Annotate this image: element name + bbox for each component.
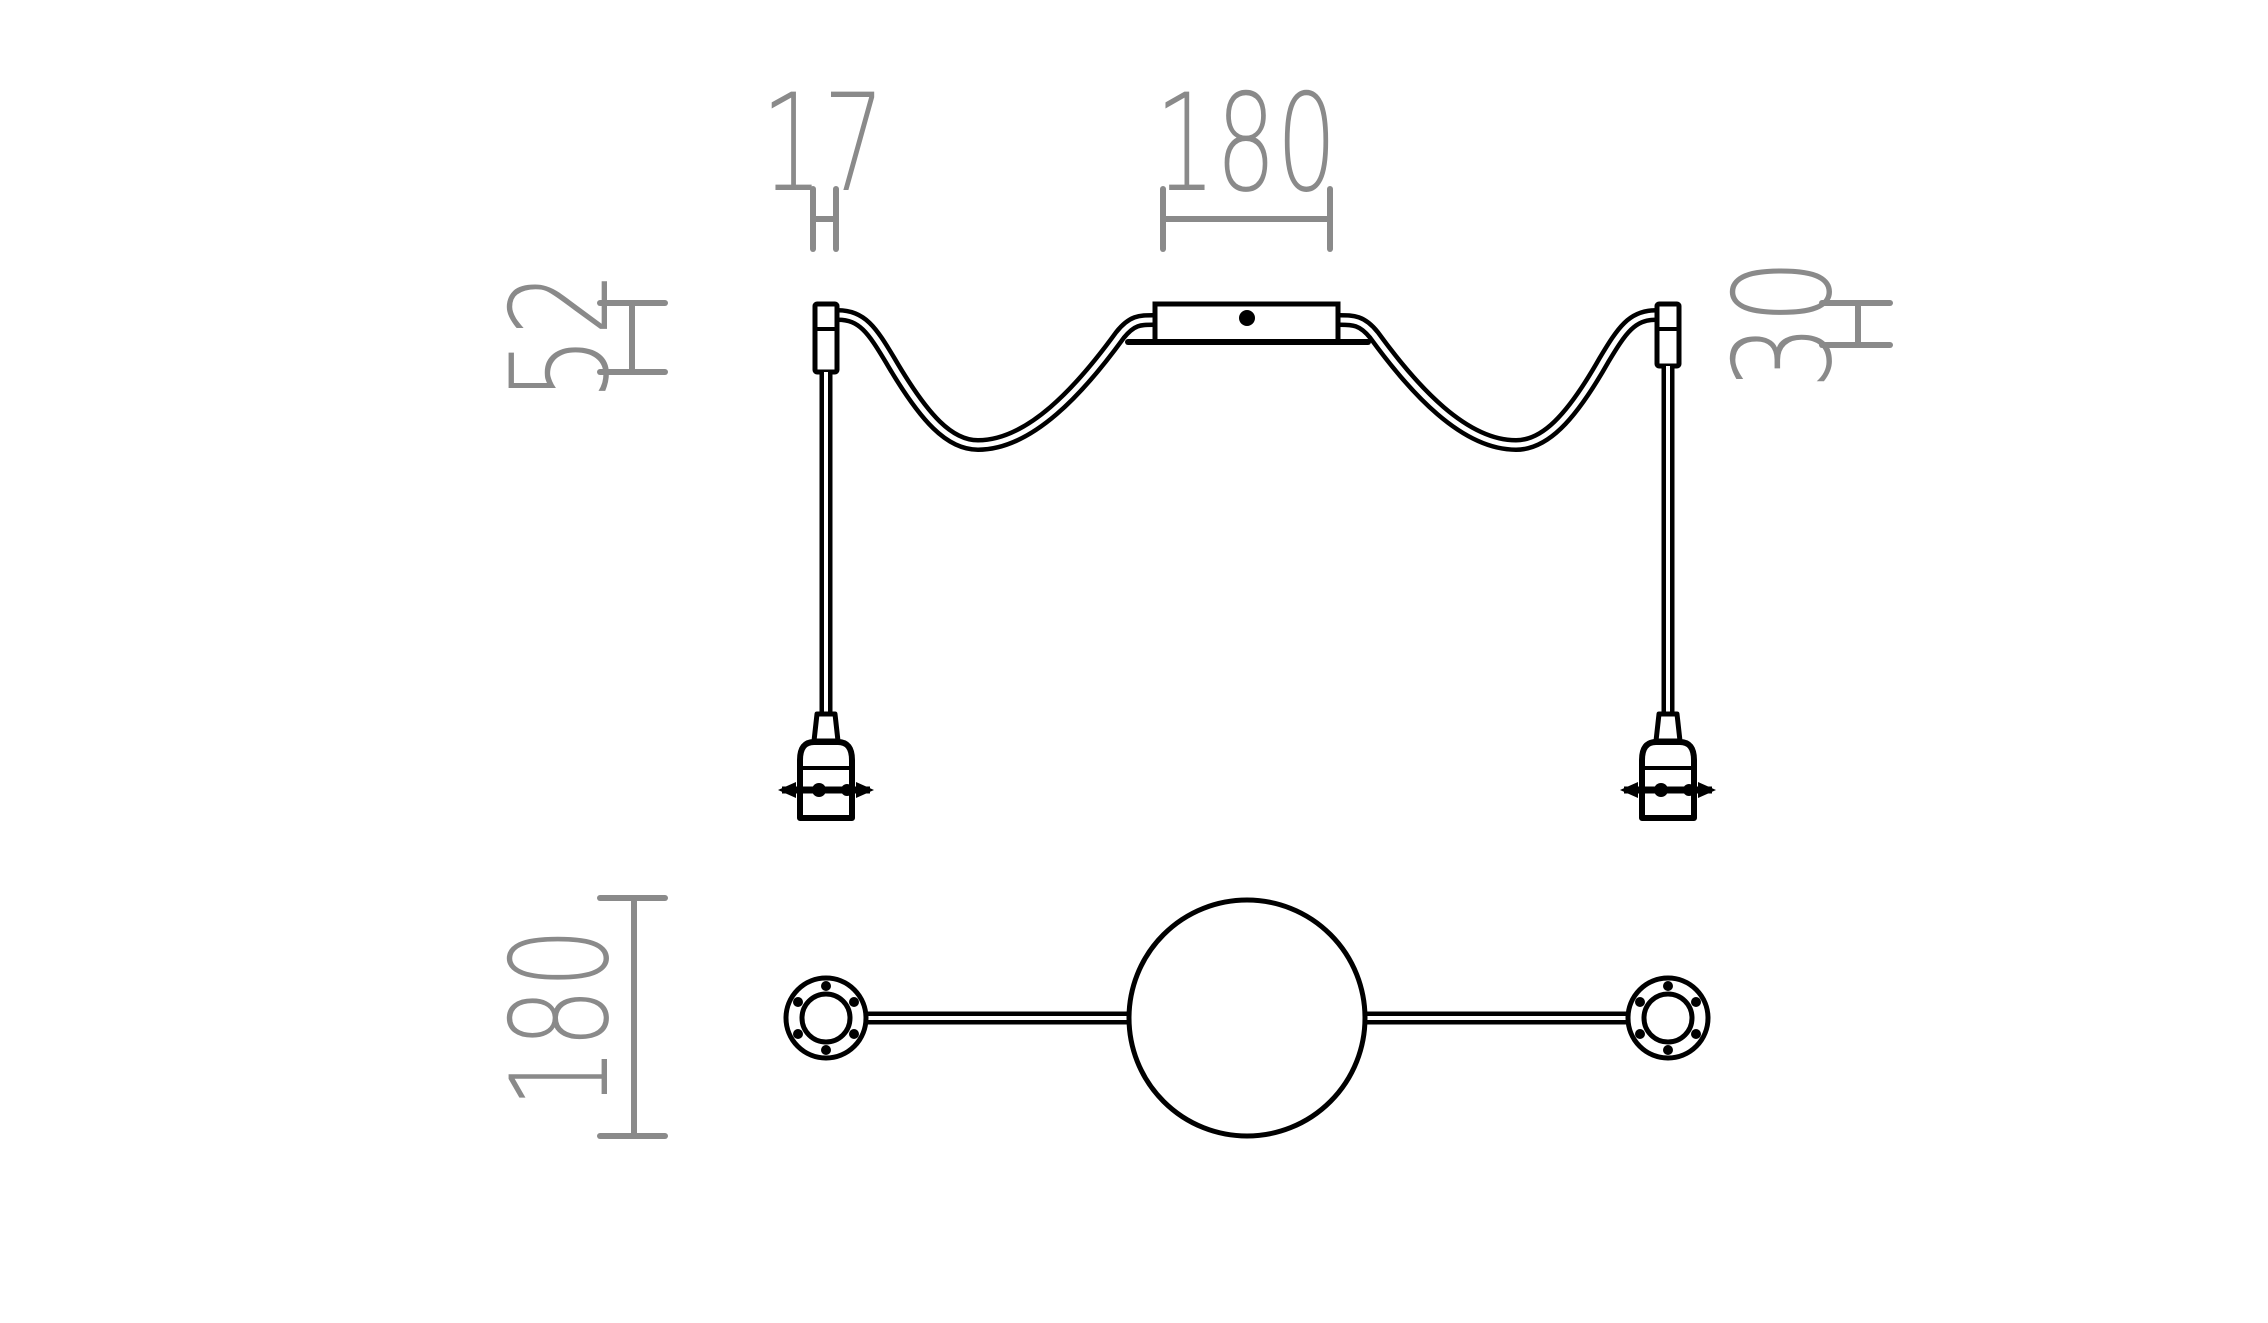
canopy-side xyxy=(1125,301,1371,345)
dim-marker-canopy-length xyxy=(1160,186,1333,252)
dim-label-left-clip-height: 52 xyxy=(482,271,639,401)
round-canopy xyxy=(1126,897,1368,1139)
dim-label-canopy-length: 180 xyxy=(1155,65,1337,222)
dim-marker-canopy-diameter xyxy=(597,895,668,1139)
dim-marker-right-clip-height xyxy=(1819,300,1893,348)
dim-label-right-clip-height: 30 xyxy=(1705,259,1862,389)
dim-label-canopy-diameter: 180 xyxy=(482,928,639,1108)
lamp-socket-right-icon xyxy=(1620,711,1716,821)
side-view xyxy=(778,301,1716,821)
cable-clip-left xyxy=(812,301,840,375)
rosette-left-icon xyxy=(783,975,869,1061)
rosette-right-icon xyxy=(1625,975,1711,1061)
screw-dot-icon xyxy=(1239,310,1255,326)
cable-right xyxy=(1339,308,1657,453)
cable-clip-right xyxy=(1654,301,1682,369)
dim-label-holder-width: 17 xyxy=(761,65,885,222)
top-view xyxy=(783,897,1711,1139)
dim-marker-left-clip-height xyxy=(597,300,668,375)
dim-marker-holder-width xyxy=(810,186,839,252)
cable-left xyxy=(837,308,1154,453)
lamp-socket-left-icon xyxy=(778,711,874,821)
